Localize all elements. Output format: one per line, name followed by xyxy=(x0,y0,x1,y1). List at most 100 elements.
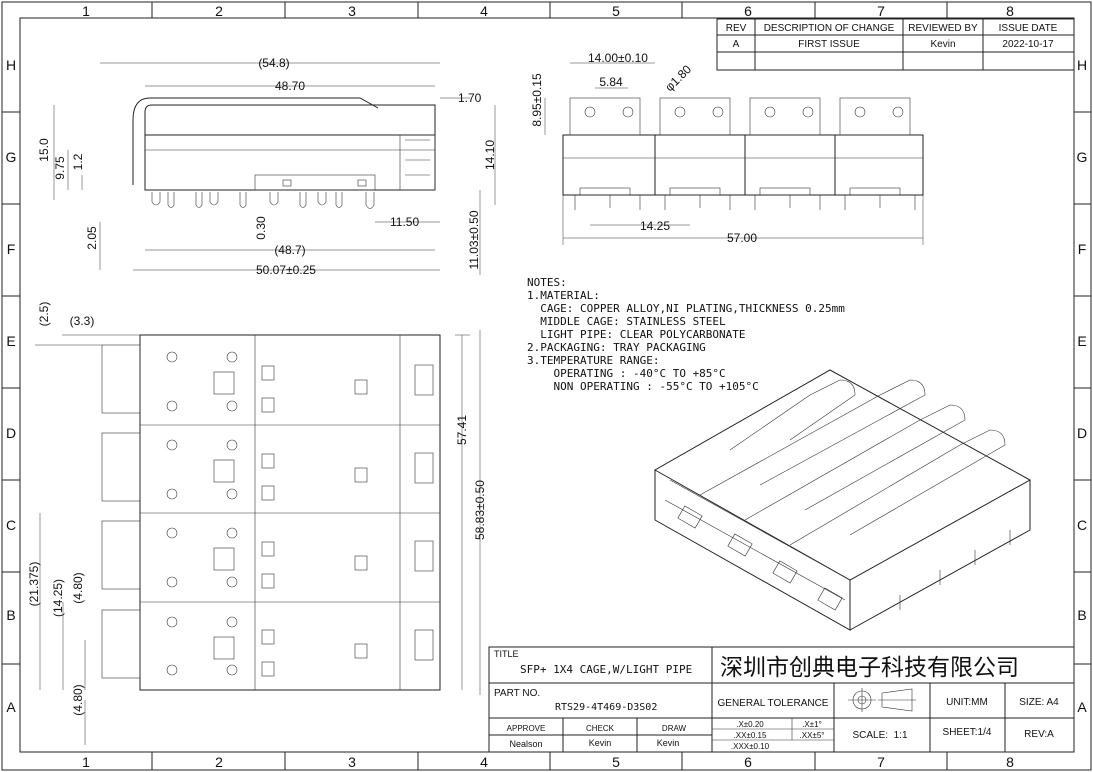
notes-line: 2.PACKAGING: TRAY PACKAGING xyxy=(527,341,706,354)
grid-col-top: 1 xyxy=(82,3,90,19)
rev-header-date: ISSUE DATE xyxy=(999,23,1058,34)
rev-value: REV:A xyxy=(1024,729,1054,740)
grid-col-top: 6 xyxy=(744,3,752,19)
grid-row-right: A xyxy=(1077,699,1087,715)
notes-line: LIGHT PIPE: CLEAR POLYCARBONATE xyxy=(527,328,746,341)
grid-col-top: 7 xyxy=(877,3,885,19)
grid-row-right: E xyxy=(1077,333,1086,349)
grid-col-bottom: 2 xyxy=(215,754,223,770)
grid-col-top: 2 xyxy=(215,3,223,19)
check-label: CHECK xyxy=(586,724,615,733)
grid-row-left: D xyxy=(6,425,16,441)
rev-header-reviewed: REVIEWED BY xyxy=(908,23,978,34)
grid-row-left: B xyxy=(6,607,15,623)
projection-symbol-icon xyxy=(848,688,916,712)
dim-side-48-70: 48.70 xyxy=(275,79,305,93)
dim-side-11-50: 11.50 xyxy=(390,215,419,229)
dim-side-15: 15.0 xyxy=(37,138,51,162)
notes-line: OPERATING : -40°C TO +85°C xyxy=(527,367,726,380)
dim-front-8-95: 8.95±0.15 xyxy=(530,73,544,127)
dim-side-50-07: 50.07±0.25 xyxy=(256,263,316,277)
grid-col-top: 3 xyxy=(348,3,356,19)
rev-header-rev: REV xyxy=(726,23,747,34)
grid-row-right: H xyxy=(1077,57,1087,73)
side-view: (54.8) 48.70 1.70 15.0 9.75 1.2 14.10 0.… xyxy=(37,56,497,277)
notes-line: NON OPERATING : -55°C TO +105°C xyxy=(527,380,759,393)
approve-name: Nealson xyxy=(509,739,542,749)
dim-side-14-10: 14.10 xyxy=(483,140,497,170)
dim-top-58-83: 58.83±0.50 xyxy=(473,480,487,540)
rev-cell: Kevin xyxy=(930,39,955,50)
sheet-value: SHEET:1/4 xyxy=(943,727,992,738)
notes-line: MIDDLE CAGE: STAINLESS STEEL xyxy=(527,315,726,328)
grid-col-bottom: 8 xyxy=(1006,754,1014,770)
dim-side-48-7: (48.7) xyxy=(274,243,305,257)
grid-row-left: E xyxy=(6,333,15,349)
notes-line: NOTES: xyxy=(527,276,567,289)
dim-top-4-80-a: (4.80) xyxy=(71,572,85,603)
rev-cell: 2022-10-17 xyxy=(1002,39,1054,50)
rev-header-desc: DESCRIPTION OF CHANGE xyxy=(764,23,895,34)
part-no-label: PART NO. xyxy=(494,688,540,699)
rev-cell: FIRST ISSUE xyxy=(798,39,860,50)
dim-top-57-41: 57.41 xyxy=(455,415,469,445)
grid-row-left: C xyxy=(6,517,16,533)
tol-xxx: .XXX±0.10 xyxy=(731,742,770,751)
tol-angle-1: .X±1° xyxy=(802,720,822,729)
grid-row-right: D xyxy=(1077,425,1087,441)
grid-row-left: A xyxy=(6,699,16,715)
grid-col-bottom: 1 xyxy=(82,754,90,770)
title-value: SFP+ 1X4 CAGE,W/LIGHT PIPE xyxy=(520,663,692,676)
grid-col-bottom: 3 xyxy=(348,754,356,770)
dim-top-21-375: (21.375) xyxy=(27,562,41,607)
dim-top-14-25: (14.25) xyxy=(51,579,65,617)
revision-table: REV DESCRIPTION OF CHANGE REVIEWED BY IS… xyxy=(716,18,1075,71)
grid-row-right: B xyxy=(1077,607,1086,623)
dim-top-3-3: (3.3) xyxy=(70,314,95,328)
dim-top-2-5: (2.5) xyxy=(37,302,51,327)
tol-angle-2: .XX±5° xyxy=(800,731,825,740)
notes-line: 3.TEMPERATURE RANGE: xyxy=(527,354,659,367)
check-name: Kevin xyxy=(589,738,612,748)
unit-value: UNIT:MM xyxy=(946,697,988,708)
draw-name: Kevin xyxy=(657,738,680,748)
dim-side-overall: (54.8) xyxy=(258,56,289,70)
approve-label: APPROVE xyxy=(507,724,546,733)
grid-row-right: C xyxy=(1077,517,1087,533)
grid-row-left: H xyxy=(6,57,16,73)
draw-label: DRAW xyxy=(662,724,687,733)
grid-row-right: G xyxy=(1077,149,1088,165)
dim-front-5-84: 5.84 xyxy=(599,75,623,89)
dim-side-11-03: 11.03±0.50 xyxy=(467,210,481,269)
dim-side-2-05: 2.05 xyxy=(85,226,99,250)
notes-line: 1.MATERIAL: xyxy=(527,289,600,302)
top-view: (2.5) (3.3) 57.41 58.83±0.50 (21.375) (1… xyxy=(27,302,487,745)
front-view: 14.00±0.10 5.84 φ1.80 8.95±0.15 14.25 57… xyxy=(530,51,924,245)
grid-col-top: 4 xyxy=(480,3,488,19)
tol-xx: .XX±0.15 xyxy=(734,731,767,740)
dim-side-0-30: 0.30 xyxy=(254,216,268,240)
dim-front-hole: φ1.80 xyxy=(662,62,694,94)
grid-col-bottom: 7 xyxy=(877,754,885,770)
title-label: TITLE xyxy=(494,649,519,659)
tol-x: .X±0.20 xyxy=(736,720,764,729)
rev-cell: A xyxy=(733,39,740,50)
dim-side-9-75: 9.75 xyxy=(53,156,67,180)
dim-front-14-00: 14.00±0.10 xyxy=(588,51,648,65)
title-block: TITLE SFP+ 1X4 CAGE,W/LIGHT PIPE 深圳市创典电子… xyxy=(488,646,1075,753)
size-value: SIZE: A4 xyxy=(1019,697,1059,708)
notes-block: NOTES: 1.MATERIAL: CAGE: COPPER ALLOY,NI… xyxy=(527,276,845,393)
general-tolerance-label: GENERAL TOLERANCE xyxy=(718,698,829,709)
dim-front-14-25: 14.25 xyxy=(640,219,670,233)
grid-col-bottom: 5 xyxy=(612,754,620,770)
company-name: 深圳市创典电子科技有限公司 xyxy=(720,655,1019,681)
dim-side-1-2: 1.2 xyxy=(71,153,85,170)
grid-row-left: F xyxy=(7,241,16,257)
scale-value: SCALE: 1:1 xyxy=(852,730,907,741)
notes-line: CAGE: COPPER ALLOY,NI PLATING,THICKNESS … xyxy=(527,302,845,315)
dim-side-1-70: 1.70 xyxy=(458,91,482,105)
grid-row-right: F xyxy=(1078,241,1087,257)
